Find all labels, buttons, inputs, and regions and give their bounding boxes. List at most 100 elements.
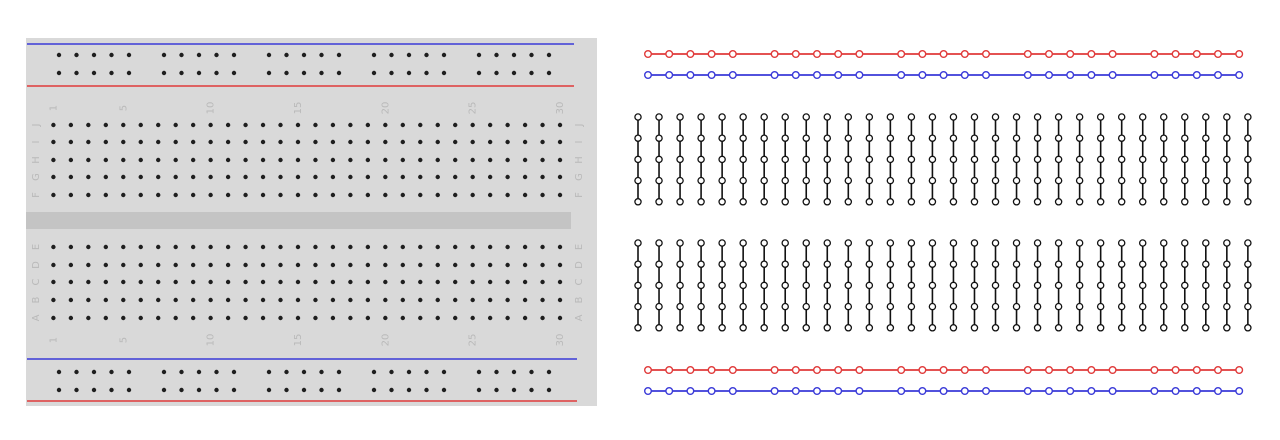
bottom-positive-rail-node-23 (1192, 366, 1201, 375)
terminal-hole-h13 (260, 157, 266, 163)
terminal-hole-h11 (225, 157, 231, 163)
strip-node (928, 302, 937, 311)
bottom-rail-hole-2-20 (441, 387, 447, 393)
top-rail-hole-2-4 (109, 70, 114, 76)
column-number-bottom-10: 10 (206, 334, 217, 347)
strip-node (1117, 176, 1126, 185)
strip-node (781, 239, 789, 247)
row-letter-right-f: F (574, 192, 585, 198)
terminal-hole-g12 (243, 174, 248, 180)
terminal-hole-i16 (313, 139, 318, 145)
bottom-positive-rail-node-19 (1087, 366, 1096, 375)
strip-node (802, 155, 810, 164)
strip-node (1223, 134, 1231, 142)
terminal-hole-d5 (121, 262, 126, 268)
column-number-top-15: 15 (293, 102, 304, 115)
bottom-positive-rail (644, 366, 1244, 375)
terminal-hole-f28 (522, 192, 528, 198)
terminal-hole-b16 (313, 297, 318, 303)
top-rail-hole-2-15 (336, 70, 342, 76)
terminal-hole-e6 (138, 244, 143, 250)
bottom-strip-10 (823, 239, 832, 332)
terminal-hole-i22 (418, 139, 423, 145)
terminal-hole-c3 (86, 279, 91, 285)
terminal-hole-b27 (505, 297, 510, 303)
strip-node (991, 281, 1000, 290)
bottom-negative-rail-node-2 (665, 387, 674, 396)
strip-node (928, 281, 937, 290)
strip-node (928, 260, 937, 268)
strip-node (1160, 281, 1168, 290)
top-positive-rail-node-1 (644, 50, 653, 59)
strip-node (1244, 302, 1252, 311)
terminal-hole-f3 (86, 192, 91, 198)
terminal-hole-d14 (278, 262, 283, 268)
bottom-rail-hole-1-4 (109, 369, 114, 375)
row-letter-right-j: J (574, 124, 585, 128)
column-number-top-30: 30 (555, 102, 566, 115)
terminal-hole-g26 (487, 174, 493, 180)
bottom-negative-rail-node-5 (728, 387, 737, 396)
terminal-hole-e27 (505, 244, 510, 250)
terminal-hole-g4 (103, 174, 109, 180)
terminal-hole-f23 (435, 192, 440, 198)
bottom-rail-hole-2-10 (231, 387, 237, 393)
terminal-hole-c10 (208, 279, 213, 285)
terminal-hole-i10 (208, 139, 213, 145)
terminal-hole-b2 (68, 297, 74, 303)
strip-node (781, 134, 789, 142)
terminal-hole-b17 (330, 297, 336, 303)
top-rail-hole-2-10 (231, 70, 237, 76)
strip-node (970, 134, 979, 142)
terminal-hole-e16 (313, 244, 318, 250)
terminal-hole-f12 (243, 192, 248, 198)
strip-node (1223, 176, 1231, 185)
bottom-positive-rail-node-6 (770, 366, 779, 375)
strip-node (865, 134, 874, 142)
strip-node (697, 113, 705, 121)
terminal-hole-a2 (68, 315, 74, 321)
bottom-negative-rail-node-8 (813, 387, 822, 396)
top-positive-rail-node-13 (939, 50, 948, 59)
top-rail-hole-1-6 (161, 52, 167, 58)
terminal-hole-b29 (540, 297, 545, 303)
terminal-hole-b24 (453, 297, 458, 303)
bottom-rail-hole-1-8 (196, 369, 202, 375)
top-rail-hole-2-18 (406, 70, 412, 76)
bottom-rail-hole-2-1 (56, 387, 62, 393)
terminal-hole-d2 (68, 262, 74, 268)
row-letter-right-d: D (574, 261, 585, 269)
column-number-bottom-25: 25 (468, 334, 479, 347)
bottom-negative-rail-node-7 (791, 387, 800, 396)
top-positive-rail-node-25 (1235, 50, 1244, 59)
strip-node (1202, 239, 1210, 247)
bottom-strip-25 (1138, 239, 1147, 332)
strip-node (970, 198, 979, 206)
bottom-rail-hole-1-14 (319, 369, 324, 375)
bottom-strip-22 (1075, 239, 1084, 332)
bottom-rail-hole-2-23 (511, 387, 517, 393)
strip-node (865, 176, 874, 185)
strip-node (802, 239, 810, 247)
bottom-rail-hole-2-17 (389, 387, 394, 393)
column-number-bottom-1: 1 (48, 337, 59, 343)
strip-node (760, 302, 768, 311)
bottom-strip-3 (676, 239, 684, 332)
terminal-hole-g22 (418, 174, 423, 180)
strip-node (697, 198, 705, 206)
strip-node (1160, 113, 1168, 121)
terminal-hole-a11 (225, 315, 231, 321)
strip-node (802, 176, 810, 185)
terminal-hole-f29 (540, 192, 545, 198)
bottom-strip-11 (844, 239, 853, 332)
top-negative-rail-node-11 (897, 70, 906, 79)
strip-node (1181, 324, 1189, 332)
terminal-hole-h25 (470, 157, 475, 163)
strip-node (1096, 113, 1105, 121)
strip-node (1181, 176, 1189, 185)
bottom-rail-hole-2-3 (91, 387, 97, 393)
strip-node (802, 134, 810, 142)
terminal-hole-f15 (295, 192, 301, 198)
terminal-hole-a1 (51, 315, 56, 321)
row-letter-right-g: G (574, 173, 585, 181)
